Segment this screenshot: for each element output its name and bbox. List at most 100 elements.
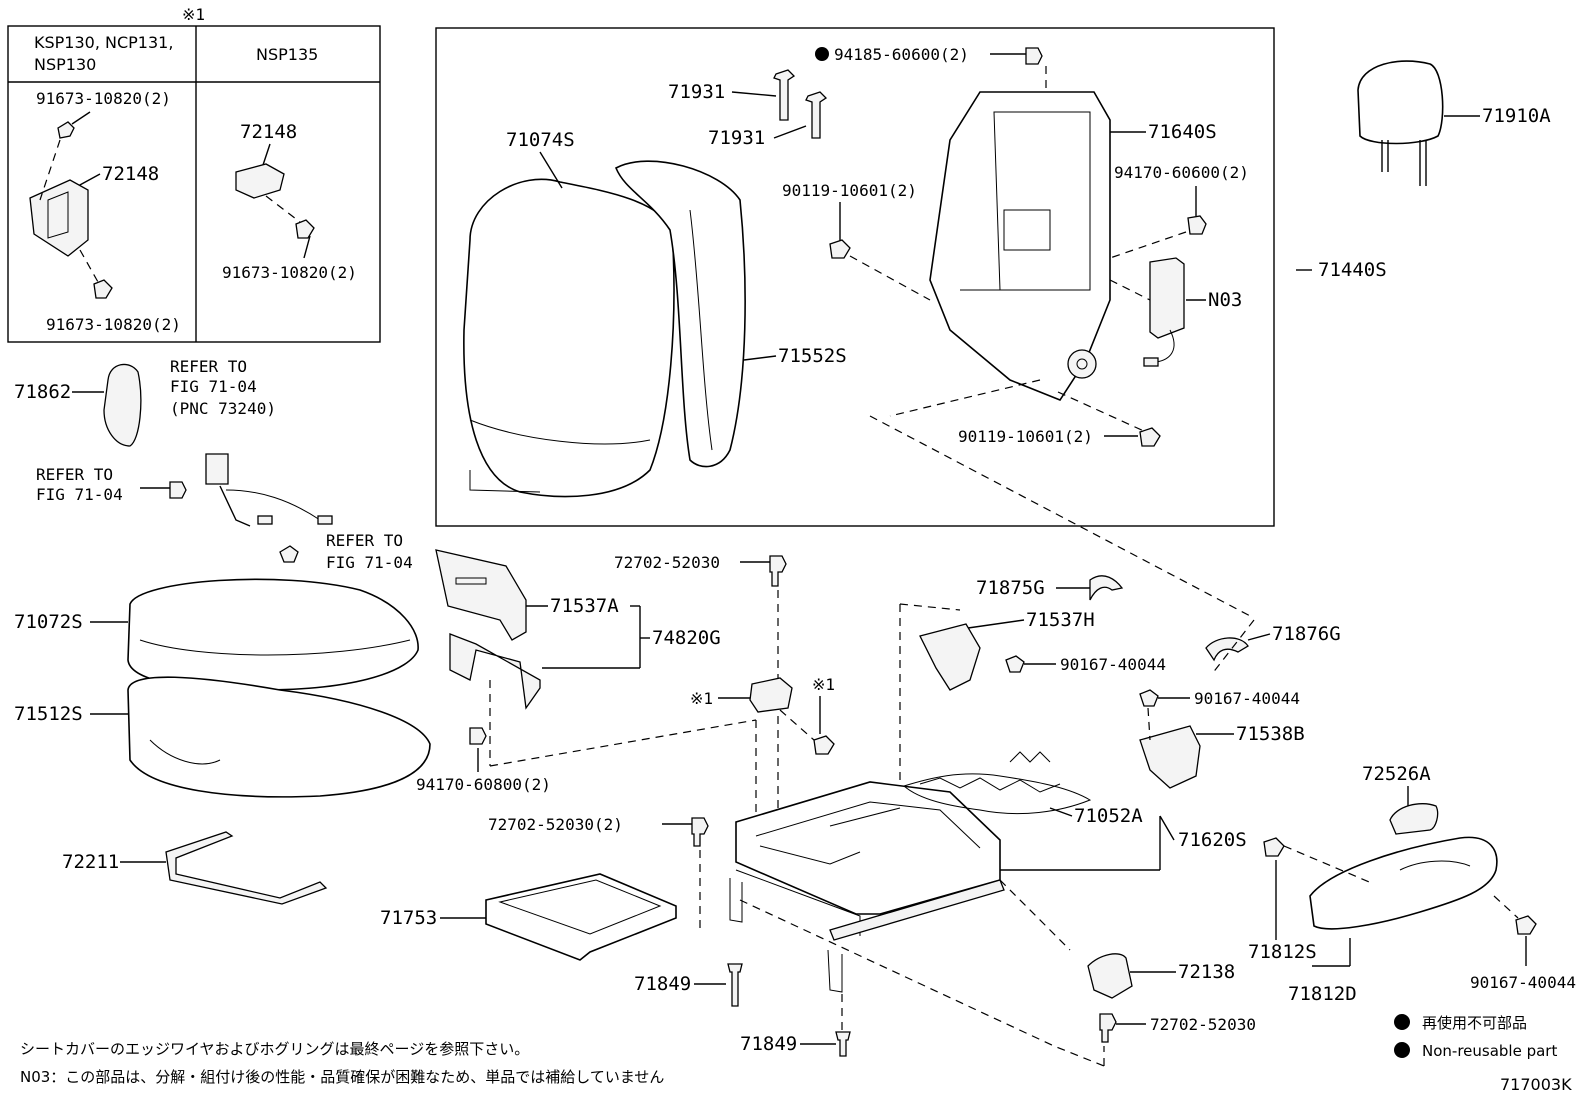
label-72702-52030-bottom: 72702-52030 <box>1150 1015 1256 1034</box>
label-71440S: 71440S <box>1318 259 1387 281</box>
refer2-line1: REFER TO <box>36 465 113 484</box>
label-71512S: 71512S <box>14 703 83 725</box>
seat-belt-bracket-icon <box>29 179 89 257</box>
seat-cushion-cover <box>127 578 419 691</box>
label-94170-60600: 94170-60600(2) <box>1114 163 1249 182</box>
notes: シートカバーのエッジワイヤおよびホグリングは最終ページを参照下さい。 N03：こ… <box>20 1040 664 1086</box>
refer1-line3: (PNC 73240) <box>170 399 276 418</box>
screw-icon <box>1515 915 1537 935</box>
bolt-icon <box>1099 1013 1117 1043</box>
headrest-guide-icon <box>805 91 828 139</box>
figure-id: 717003K <box>1500 1075 1572 1094</box>
variant-table: ※1 KSP130, NCP131, NSP130 NSP135 91673-1… <box>7 5 381 343</box>
label-71537A: 71537A <box>550 595 619 617</box>
label-71875G: 71875G <box>976 577 1045 599</box>
bolt-icon <box>93 279 113 299</box>
cushion-shield-outer <box>1309 836 1498 930</box>
label-72526A: 72526A <box>1362 763 1431 785</box>
label-71052A: 71052A <box>1074 805 1143 827</box>
refer3-line1: REFER TO <box>326 531 403 550</box>
label-71620S: 71620S <box>1178 829 1247 851</box>
label-71931-top: 71931 <box>668 81 725 103</box>
label-90119-lower: 90119-10601(2) <box>958 427 1093 446</box>
cover-71876G <box>1205 637 1249 662</box>
label-90167-40044-c: 90167-40044 <box>1470 973 1576 992</box>
legend-jp: 再使用不可部品 <box>1422 1014 1527 1032</box>
label-71931-bottom: 71931 <box>708 127 765 149</box>
cushion-shield <box>435 549 527 641</box>
label-71074S: 71074S <box>506 129 575 151</box>
legend: 再使用不可部品 Non-reusable part <box>1394 1014 1557 1060</box>
bolt-icon <box>57 121 75 139</box>
label-72702-52030-top: 72702-52030 <box>614 553 720 572</box>
seat-belt-bracket-icon <box>235 163 285 199</box>
label-71753: 71753 <box>380 907 437 929</box>
label-71849-b: 71849 <box>740 1033 797 1055</box>
label-71862: 71862 <box>14 381 71 403</box>
shield-bracket-group: 71537A 74820G 94170-60800(2) <box>416 549 757 794</box>
recliner-icon <box>1067 349 1097 379</box>
belt-group: 71862 REFER TO FIG 71-04 (PNC 73240) REF… <box>14 357 413 572</box>
seat-spring <box>902 773 1092 815</box>
bolt-icon <box>769 555 787 587</box>
non-reusable-mark <box>1394 1042 1410 1058</box>
refer1-line1: REFER TO <box>170 357 247 376</box>
label-71849-a: 71849 <box>634 973 691 995</box>
seat-shield-inner <box>103 363 142 447</box>
lower-parts-group: 71753 71849 71849 72138 72702-52030 <box>380 873 1256 1067</box>
knob-72526A <box>1389 803 1439 835</box>
label-72211: 72211 <box>62 851 119 873</box>
variant-table-col1-line2: NSP130 <box>34 55 96 74</box>
nut-icon <box>1187 215 1207 235</box>
refer2-line2: FIG 71-04 <box>36 485 123 504</box>
non-reusable-mark <box>1394 1014 1410 1030</box>
label-94185-60600: 94185-60600(2) <box>834 45 969 64</box>
label-71812D: 71812D <box>1288 983 1357 1005</box>
screw-icon <box>1005 655 1025 673</box>
bolt-icon <box>295 219 315 239</box>
non-reusable-mark <box>815 47 829 61</box>
headrest-guide-icon <box>773 69 796 121</box>
label-right-bolt: 91673-10820(2) <box>222 263 357 282</box>
seat-track-rail <box>829 879 1005 941</box>
label-71640S: 71640S <box>1148 121 1217 143</box>
variant-table-note-mark: ※1 <box>182 5 205 24</box>
label-71538B: 71538B <box>1236 723 1305 745</box>
seat-wire <box>165 831 328 905</box>
label-71537H: 71537H <box>1026 609 1095 631</box>
label-94170-60800: 94170-60800(2) <box>416 775 551 794</box>
bolt-icon <box>691 817 709 847</box>
variant-table-col1-line1: KSP130, NCP131, <box>34 33 173 52</box>
refer1-line2: FIG 71-04 <box>170 377 257 396</box>
seat-belt-buckle-icon <box>205 453 229 485</box>
note-line2: N03：この部品は、分解・組付け後の性能・品質確保が困難なため、単品では補給して… <box>20 1068 664 1086</box>
screw-icon <box>1139 689 1159 707</box>
label-right-bracket: 72148 <box>240 121 297 143</box>
label-left-bolt-bottom: 91673-10820(2) <box>46 315 181 334</box>
clip-icon <box>727 963 743 1007</box>
side-cover-group: 71875G 71537H 90167-40044 71876G 90167-4… <box>919 575 1576 1005</box>
label-90167-40044-b: 90167-40044 <box>1194 689 1300 708</box>
label-71552S: 71552S <box>778 345 847 367</box>
screw-icon <box>1263 837 1285 857</box>
cover-71875G <box>1089 575 1124 601</box>
label-71910A: 71910A <box>1482 105 1551 127</box>
recliner-cover-inner <box>919 623 981 691</box>
seat-cushion-pad <box>127 676 431 798</box>
recliner-cover-outer <box>1139 725 1201 789</box>
bolt-icon <box>813 735 835 755</box>
nut-icon <box>279 545 299 563</box>
nut-icon <box>169 481 187 499</box>
clip-icon <box>835 1031 851 1057</box>
nut-icon <box>1025 47 1043 65</box>
cushion-group: 71072S 71512S 72211 <box>14 578 431 905</box>
label-90167-40044-a: 90167-40044 <box>1060 655 1166 674</box>
label-mark-b: ※1 <box>812 675 835 694</box>
label-71072S: 71072S <box>14 611 83 633</box>
cover-72138 <box>1087 953 1133 999</box>
side-airbag-icon <box>1149 257 1185 339</box>
belt-anchor-bracket <box>749 677 793 713</box>
label-72138: 72138 <box>1178 961 1235 983</box>
bolt-icon <box>829 239 851 259</box>
